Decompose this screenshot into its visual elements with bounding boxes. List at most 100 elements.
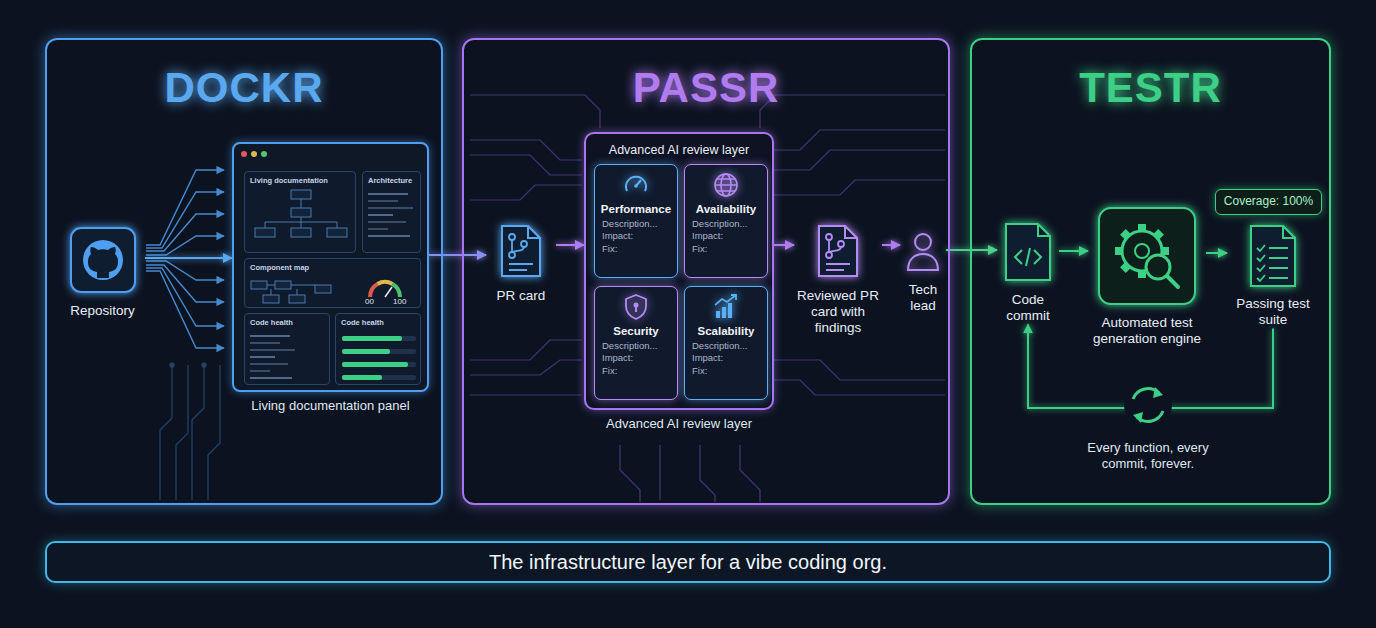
flow-arrow: [556, 244, 584, 246]
gear-icon: [1098, 207, 1196, 305]
panel: TESTRCode commitAutomated test generatio…: [970, 38, 1331, 505]
gauge-pivot: [634, 184, 638, 188]
node-detail: Advanced AI review layer: [574, 416, 784, 431]
doc-icon: [816, 224, 860, 278]
code-line: [250, 356, 275, 358]
gear: [1115, 224, 1169, 278]
map-box: [251, 281, 267, 289]
chart-bar: [722, 307, 726, 318]
map-links: [267, 285, 315, 295]
node-label: Coverage: 100%: [1216, 190, 1321, 213]
keyhole-slot: [635, 307, 637, 312]
keyhole: [634, 303, 639, 308]
node-label: DOCKR: [47, 64, 441, 112]
code-line: [250, 335, 290, 337]
trace: [176, 365, 188, 500]
bars-figure: [336, 330, 422, 386]
node-label: Code commit: [997, 292, 1059, 324]
node-label: Automated test generation engine: [1088, 315, 1206, 347]
cycle-icon: [1124, 381, 1172, 429]
map-box: [315, 285, 331, 293]
document-outline: [1006, 224, 1050, 280]
doc-icon: [499, 224, 543, 278]
list-icon: [1248, 224, 1298, 288]
cycle-ground: [1124, 381, 1172, 429]
code-line: [250, 342, 280, 344]
fan-wire: [146, 170, 224, 245]
gauge-needle: [385, 287, 392, 297]
trace: [470, 140, 582, 160]
trace: [659, 445, 660, 500]
icon-frame: [71, 228, 135, 292]
check-row: [1257, 245, 1288, 251]
node-label: Advanced AI review layer: [586, 134, 772, 157]
git-dot: [509, 234, 515, 240]
code-line: [250, 363, 288, 365]
github-icon: [70, 227, 136, 293]
tree-box: [291, 190, 311, 199]
node-label: Living documentation panel: [222, 398, 439, 413]
trace: [470, 394, 582, 395]
git-dot: [521, 241, 527, 247]
node-label: Component map: [245, 259, 420, 272]
code-line: [250, 370, 270, 372]
bar-fill: [342, 336, 402, 341]
node-detail: Fix:: [595, 365, 677, 377]
reviewed-pr-node: Reviewed PR card with findings: [794, 224, 882, 337]
panel: DOCKR RepositoryLiving documentation pane…: [45, 38, 443, 505]
person-icon: [905, 232, 941, 272]
git-branch: [512, 240, 524, 252]
trace: [772, 130, 945, 150]
doc-subpanel: Code health: [335, 313, 421, 385]
magnifier-handle: [1167, 276, 1178, 287]
map-box: [289, 295, 305, 303]
trace-dot: [202, 363, 206, 367]
trace: [772, 380, 945, 395]
git-dot: [826, 252, 832, 258]
document-fold: [1038, 224, 1050, 236]
bar-fill: [342, 349, 390, 354]
trace: [470, 340, 582, 360]
person-body: [908, 254, 938, 270]
window-dot: [241, 151, 247, 157]
node-label: Passing test suite: [1227, 296, 1319, 328]
chart-trend: [715, 295, 736, 305]
trace: [772, 180, 945, 195]
gauge-segment: [377, 280, 394, 286]
trace: [740, 445, 760, 502]
engine-frame: [1099, 208, 1195, 304]
window-dot: [251, 151, 257, 157]
chart-icon: [712, 293, 740, 321]
pr-card-node: PR card: [486, 224, 556, 324]
doc-subpanel: Living documentation: [244, 171, 356, 253]
git-dot: [509, 252, 515, 258]
map-box: [263, 295, 279, 303]
trace: [192, 365, 204, 500]
gauge-icon: [622, 171, 650, 199]
window-dot: [261, 151, 267, 157]
circuit-traces: [470, 95, 945, 502]
trace: [772, 150, 945, 170]
test-engine-node: Automated test generation engine: [1088, 207, 1206, 347]
node-label: Availability: [685, 203, 767, 215]
tree-box: [291, 208, 311, 217]
bar-fill: [342, 375, 382, 380]
node-detail: Fix:: [595, 243, 677, 255]
bar-track: [342, 336, 416, 341]
tree-box: [291, 228, 311, 237]
trace: [470, 95, 600, 128]
trace: [470, 155, 582, 175]
flow-arrow: [1206, 252, 1227, 254]
globe-icon: [712, 171, 740, 199]
trace: [760, 95, 945, 128]
shield-icon: [622, 293, 650, 321]
node-detail: Description...: [685, 218, 767, 230]
coverage-badge: Coverage: 100%: [1215, 189, 1322, 215]
node-label: Repository: [60, 303, 145, 319]
node-label: Scalability: [685, 325, 767, 337]
code-line: [368, 228, 388, 230]
doc-subpanel: Architecture: [362, 171, 421, 253]
code-line: [368, 235, 410, 237]
trace: [470, 360, 582, 375]
node-label: Security: [595, 325, 677, 337]
